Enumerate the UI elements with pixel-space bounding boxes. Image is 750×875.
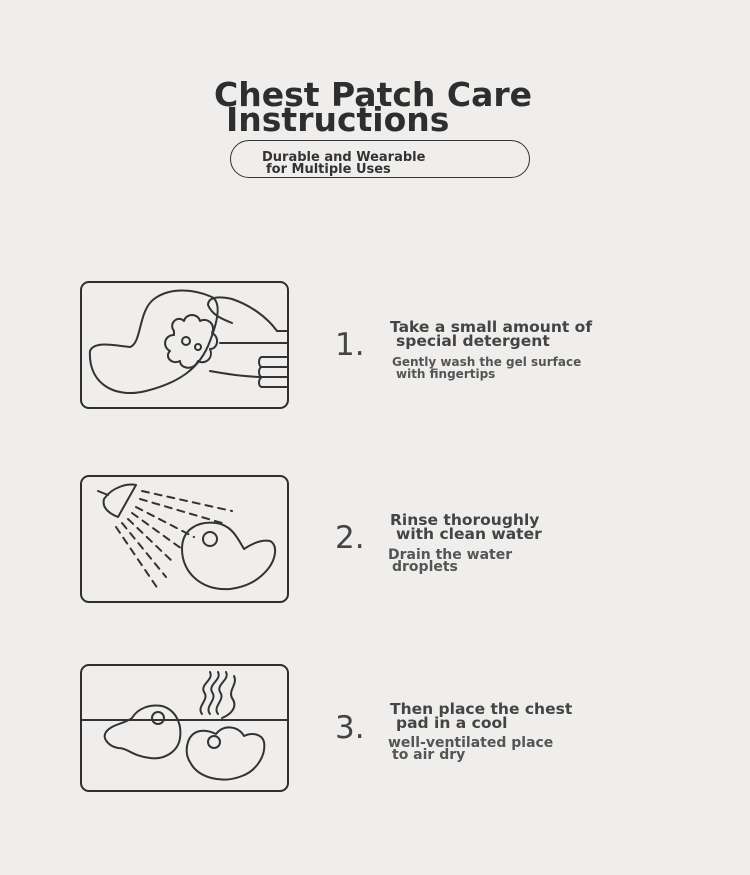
tagline-line-1: Durable and Wearable: [262, 150, 426, 165]
step-1-main-text: Take a small amount of special detergent: [390, 318, 593, 350]
step-2-main-text: Rinse thoroughly with clean water: [390, 511, 542, 543]
step-2-illustration: [80, 475, 289, 603]
step-3-sub-line-1: well-ventilated place: [388, 735, 554, 751]
step-3-sub-line-2: to air dry: [392, 747, 466, 763]
step-2-main-line-2: with clean water: [396, 525, 542, 543]
tagline-line-2: for Multiple Uses: [266, 162, 391, 177]
step-1-number: 1.: [335, 327, 365, 363]
step-3-main-line-1: Then place the chest: [390, 700, 573, 718]
shower-rinse-pad-icon: [97, 483, 276, 591]
page-title: Chest Patch Care Instructions: [214, 78, 574, 137]
step-1-main-line-1: Take a small amount of: [390, 318, 593, 336]
hand-washing-gel-pad-icon: [88, 289, 287, 394]
step-2-sub-line-1: Drain the water: [388, 547, 513, 563]
step-3-sub-text: well-ventilated place to air dry: [388, 735, 554, 763]
step-3-number: 3.: [335, 710, 365, 746]
title-line-2: Instructions: [226, 100, 450, 139]
step-2-sub-text: Drain the water droplets: [388, 547, 513, 575]
step-3-illustration: [80, 664, 289, 792]
tagline-badge: Durable and Wearable for Multiple Uses: [230, 140, 530, 178]
step-2-main-line-1: Rinse thoroughly: [390, 511, 540, 529]
tagline-text: Durable and Wearable for Multiple Uses: [262, 150, 426, 177]
step-1-sub-line-1: Gently wash the gel surface: [392, 355, 582, 369]
step-1-illustration: [80, 281, 289, 409]
title-line-1: Chest Patch Care: [214, 75, 533, 114]
step-1-main-line-2: special detergent: [396, 332, 550, 350]
air-dry-pads-icon: [82, 671, 287, 781]
step-1-sub-line-2: with fingertips: [396, 367, 496, 381]
step-3-main-text: Then place the chest pad in a cool: [390, 700, 573, 732]
step-2-number: 2.: [335, 520, 365, 556]
step-1-sub-text: Gently wash the gel surface with fingert…: [392, 356, 581, 380]
step-3-main-line-2: pad in a cool: [396, 714, 508, 732]
step-2-sub-line-2: droplets: [392, 559, 458, 575]
